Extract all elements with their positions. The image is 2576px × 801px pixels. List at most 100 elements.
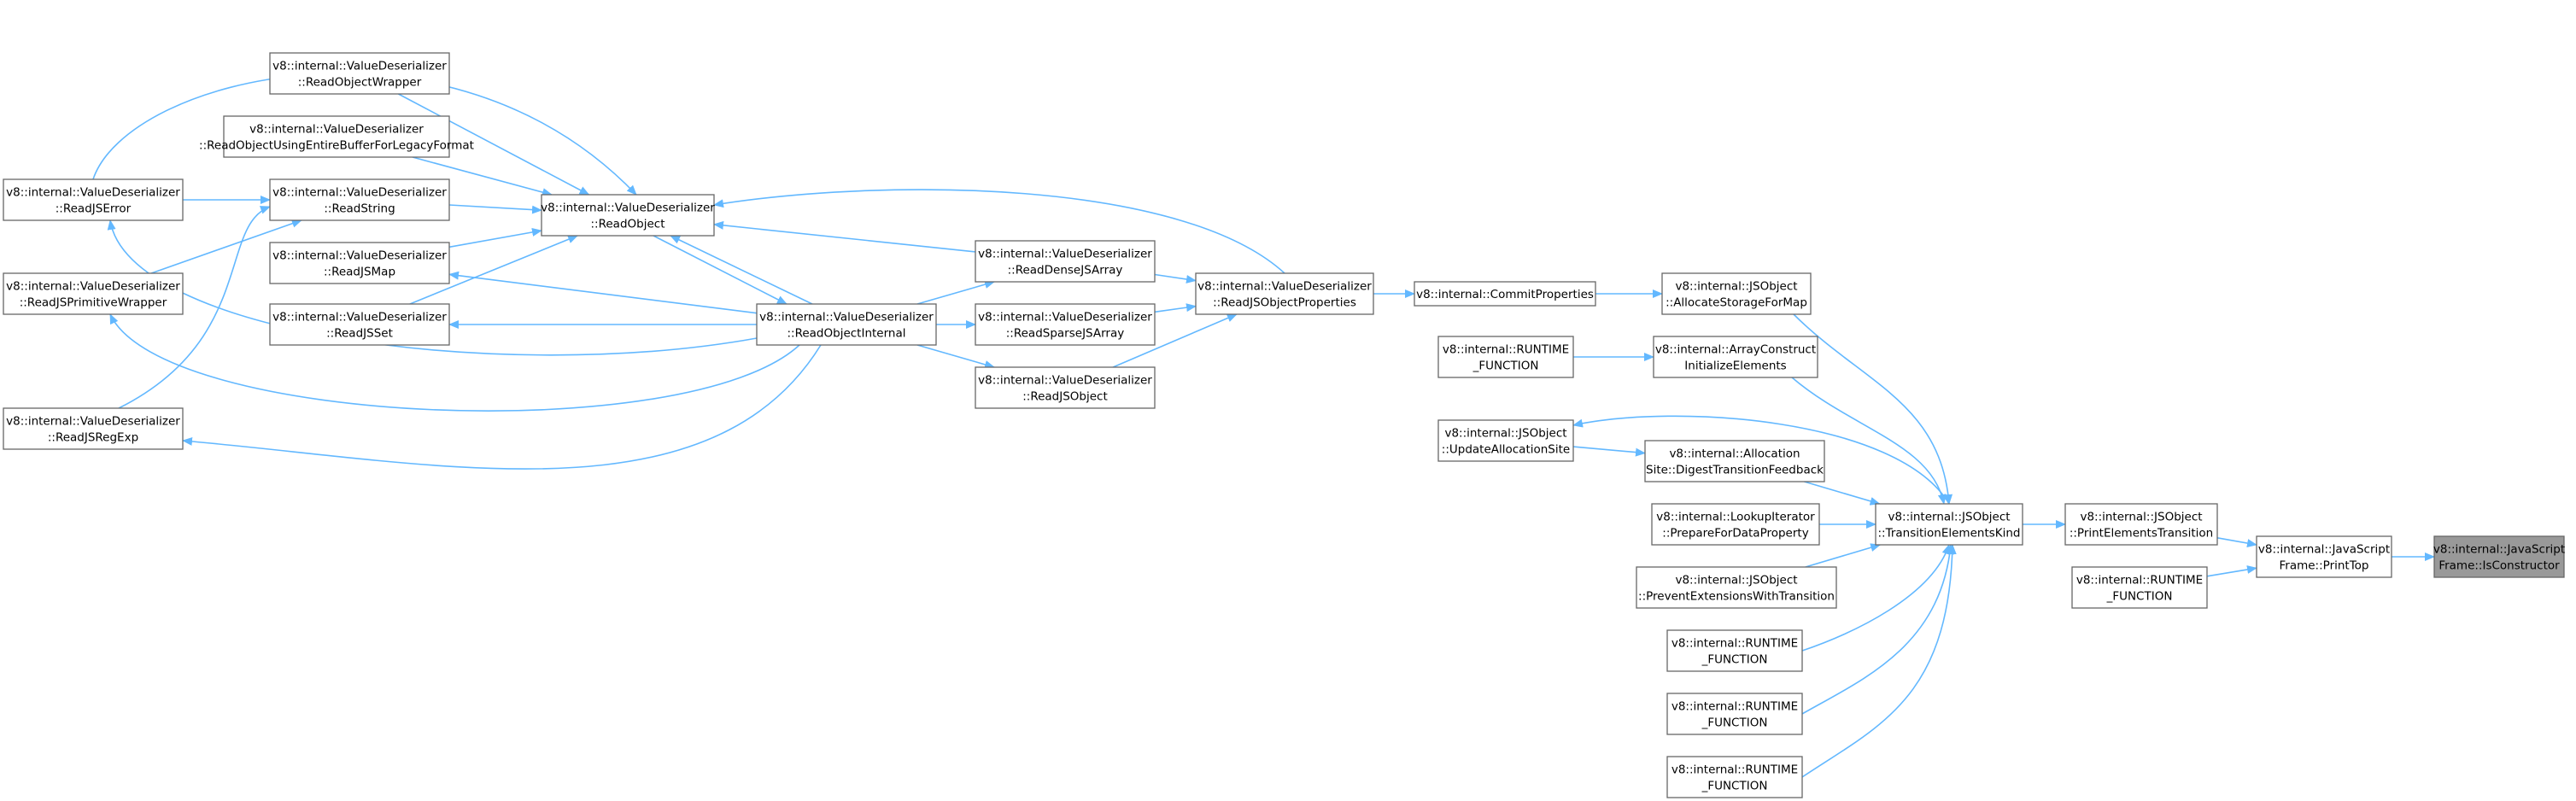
node-label-line: v8::internal::ValueDeserializer bbox=[272, 311, 447, 324]
node-update-allocation-site[interactable]: v8::internal::JSObject::UpdateAllocation… bbox=[1437, 419, 1574, 462]
node-read-object-wrapper[interactable]: v8::internal::ValueDeserializer::ReadObj… bbox=[269, 52, 450, 95]
node-box bbox=[975, 303, 1156, 346]
node-runtime-d[interactable]: v8::internal::RUNTIME_FUNCTION bbox=[1666, 756, 1803, 798]
node-label-line: v8::internal::ValueDeserializer bbox=[1197, 280, 1372, 294]
node-box bbox=[1195, 272, 1374, 315]
node-runtime-e[interactable]: v8::internal::RUNTIME_FUNCTION bbox=[1437, 336, 1574, 378]
node-label-line: v8::internal::ValueDeserializer bbox=[978, 311, 1152, 324]
edge-read_object_internal-to-read_js_object bbox=[916, 344, 995, 369]
node-label-line: v8::internal::ValueDeserializer bbox=[249, 123, 424, 137]
node-allocate-storage-for-map[interactable]: v8::internal::JSObject::AllocateStorageF… bbox=[1661, 272, 1812, 315]
edge-read_object_internal-to-read_object bbox=[670, 235, 813, 305]
nodes-layer: v8::internal::JavaScriptFrame::IsConstru… bbox=[3, 52, 2565, 798]
node-label-line: ::PreventExtensionsWithTransition bbox=[1638, 590, 1835, 604]
node-box bbox=[3, 407, 184, 450]
node-prevent-extensions[interactable]: v8::internal::JSObject::PreventExtension… bbox=[1636, 566, 1837, 609]
edge-read_object_internal-to-read_js_primitive_wrapper bbox=[109, 313, 800, 412]
node-label-line: v8::internal::ValueDeserializer bbox=[272, 249, 447, 263]
node-label-line: _FUNCTION bbox=[1701, 716, 1768, 730]
node-label-line: v8::internal::RUNTIME bbox=[1671, 700, 1798, 714]
edge-runtime_b-to-transition_elements_kind bbox=[1801, 544, 1951, 652]
node-box bbox=[1666, 629, 1803, 672]
edge-read_js_regexp-to-read_string bbox=[118, 206, 271, 409]
node-label-line: ::PrintElementsTransition bbox=[2070, 527, 2213, 541]
node-read-object-internal[interactable]: v8::internal::ValueDeserializer::ReadObj… bbox=[756, 303, 937, 346]
node-read-js-set[interactable]: v8::internal::ValueDeserializer::ReadJSS… bbox=[269, 303, 450, 346]
node-read-js-object-properties[interactable]: v8::internal::ValueDeserializer::ReadJSO… bbox=[1195, 272, 1374, 315]
node-read-js-error[interactable]: v8::internal::ValueDeserializer::ReadJSE… bbox=[3, 178, 184, 221]
node-label-line: ::ReadSparseJSArray bbox=[1006, 327, 1124, 341]
edge-read_js_set-to-read_object bbox=[409, 235, 579, 305]
edge-read_js_primitive_wrapper-to-read_string bbox=[150, 219, 302, 274]
node-is-constructor[interactable]: v8::internal::JavaScriptFrame::IsConstru… bbox=[2433, 535, 2565, 578]
node-print-elements-transition[interactable]: v8::internal::JSObject::PrintElementsTra… bbox=[2064, 503, 2218, 546]
edge-read_object_internal-to-read_js_map bbox=[448, 271, 758, 314]
node-read-sparse-js-array[interactable]: v8::internal::ValueDeserializer::ReadSpa… bbox=[975, 303, 1156, 346]
node-box bbox=[269, 178, 450, 221]
node-read-object[interactable]: v8::internal::ValueDeserializer::ReadObj… bbox=[541, 194, 715, 237]
node-label-line: _FUNCTION bbox=[1472, 360, 1539, 373]
node-label-line: ::ReadJSError bbox=[56, 202, 132, 216]
node-label-line: Frame::PrintTop bbox=[2280, 559, 2369, 573]
node-runtime-b[interactable]: v8::internal::RUNTIME_FUNCTION bbox=[1666, 629, 1803, 672]
node-label-line: v8::internal::ValueDeserializer bbox=[759, 311, 934, 324]
node-box bbox=[1653, 336, 1818, 378]
node-label-line: ::UpdateAllocationSite bbox=[1442, 443, 1570, 457]
node-label-line: v8::internal::RUNTIME bbox=[1671, 637, 1798, 651]
node-box bbox=[223, 115, 450, 158]
node-label-line: v8::internal::RUNTIME bbox=[1671, 763, 1798, 777]
node-label-line: ::ReadJSObjectProperties bbox=[1213, 296, 1356, 310]
edge-print_elements_transition-to-print_top bbox=[2216, 537, 2257, 547]
node-read-js-regexp[interactable]: v8::internal::ValueDeserializer::ReadJSR… bbox=[3, 407, 184, 450]
node-label-line: ::ReadJSObject bbox=[1022, 390, 1108, 404]
node-label-line: v8::internal::JavaScript bbox=[2433, 543, 2565, 557]
node-box bbox=[1644, 440, 1825, 482]
node-prepare-for-data-property[interactable]: v8::internal::LookupIterator::PrepareFor… bbox=[1651, 503, 1820, 546]
node-label-line: _FUNCTION bbox=[2106, 590, 2173, 604]
node-runtime-c[interactable]: v8::internal::RUNTIME_FUNCTION bbox=[1666, 693, 1803, 735]
node-label-line: v8::internal::RUNTIME bbox=[1443, 343, 1569, 357]
node-label-line: v8::internal::JSObject bbox=[2080, 511, 2202, 524]
node-read-js-map[interactable]: v8::internal::ValueDeserializer::ReadJSM… bbox=[269, 242, 450, 284]
node-label-line: ::ReadObjectUsingEntireBufferForLegacyFo… bbox=[199, 139, 474, 153]
node-digest-transition-feedback[interactable]: v8::internal::AllocationSite::DigestTran… bbox=[1644, 440, 1825, 482]
node-read-string[interactable]: v8::internal::ValueDeserializer::ReadStr… bbox=[269, 178, 450, 221]
node-label-line: ::ReadJSSet bbox=[326, 327, 393, 341]
node-box bbox=[1661, 272, 1812, 315]
node-label-line: v8::internal::ValueDeserializer bbox=[6, 415, 180, 429]
node-box bbox=[2071, 566, 2208, 609]
edge-read_js_map-to-read_object bbox=[448, 228, 542, 248]
node-read-js-primitive-wrapper[interactable]: v8::internal::ValueDeserializer::ReadJSP… bbox=[3, 272, 184, 315]
node-commit-properties[interactable]: v8::internal::CommitProperties bbox=[1414, 281, 1596, 307]
node-box bbox=[1651, 503, 1820, 546]
node-label-line: v8::internal::ValueDeserializer bbox=[6, 280, 180, 294]
node-label-line: v8::internal::Allocation bbox=[1669, 447, 1800, 461]
node-read-js-object[interactable]: v8::internal::ValueDeserializer::ReadJSO… bbox=[975, 366, 1156, 409]
node-box bbox=[1437, 336, 1574, 378]
node-box bbox=[756, 303, 937, 346]
node-label-line: v8::internal::JSObject bbox=[1444, 427, 1566, 441]
node-label-line: v8::internal::ValueDeserializer bbox=[272, 60, 447, 73]
edge-transition_elements_kind-to-update_allocation_site bbox=[1572, 415, 1950, 505]
node-box bbox=[2256, 535, 2392, 578]
edge-array_construct-to-transition_elements_kind bbox=[1791, 377, 1947, 505]
node-label-line: v8::internal::ValueDeserializer bbox=[272, 186, 447, 200]
node-box bbox=[1414, 281, 1596, 307]
node-array-construct[interactable]: v8::internal::ArrayConstructInitializeEl… bbox=[1653, 336, 1818, 378]
edge-read_dense_js_array-to-read_object bbox=[713, 220, 976, 253]
node-transition-elements-kind[interactable]: v8::internal::JSObject::TransitionElemen… bbox=[1875, 503, 2023, 546]
edge-read_js_object-to-read_js_object_properties bbox=[1112, 313, 1238, 368]
node-label-line: _FUNCTION bbox=[1701, 653, 1768, 667]
node-label-line: ::PrepareForDataProperty bbox=[1662, 527, 1808, 541]
node-label-line: Site::DigestTransitionFeedback bbox=[1646, 464, 1824, 477]
edge-read_object_wrapper-to-read_object bbox=[398, 93, 590, 196]
node-runtime-a[interactable]: v8::internal::RUNTIME_FUNCTION bbox=[2071, 566, 2208, 609]
node-read-dense-js-array[interactable]: v8::internal::ValueDeserializer::ReadDen… bbox=[975, 240, 1156, 283]
node-box bbox=[541, 194, 715, 237]
edge-allocate_storage_for_map-to-transition_elements_kind bbox=[1793, 313, 1953, 505]
edge-read_dense_js_array-to-read_js_object_properties bbox=[1154, 273, 1197, 284]
node-box bbox=[269, 242, 450, 284]
node-read-object-legacy[interactable]: v8::internal::ValueDeserializer::ReadObj… bbox=[199, 115, 474, 158]
